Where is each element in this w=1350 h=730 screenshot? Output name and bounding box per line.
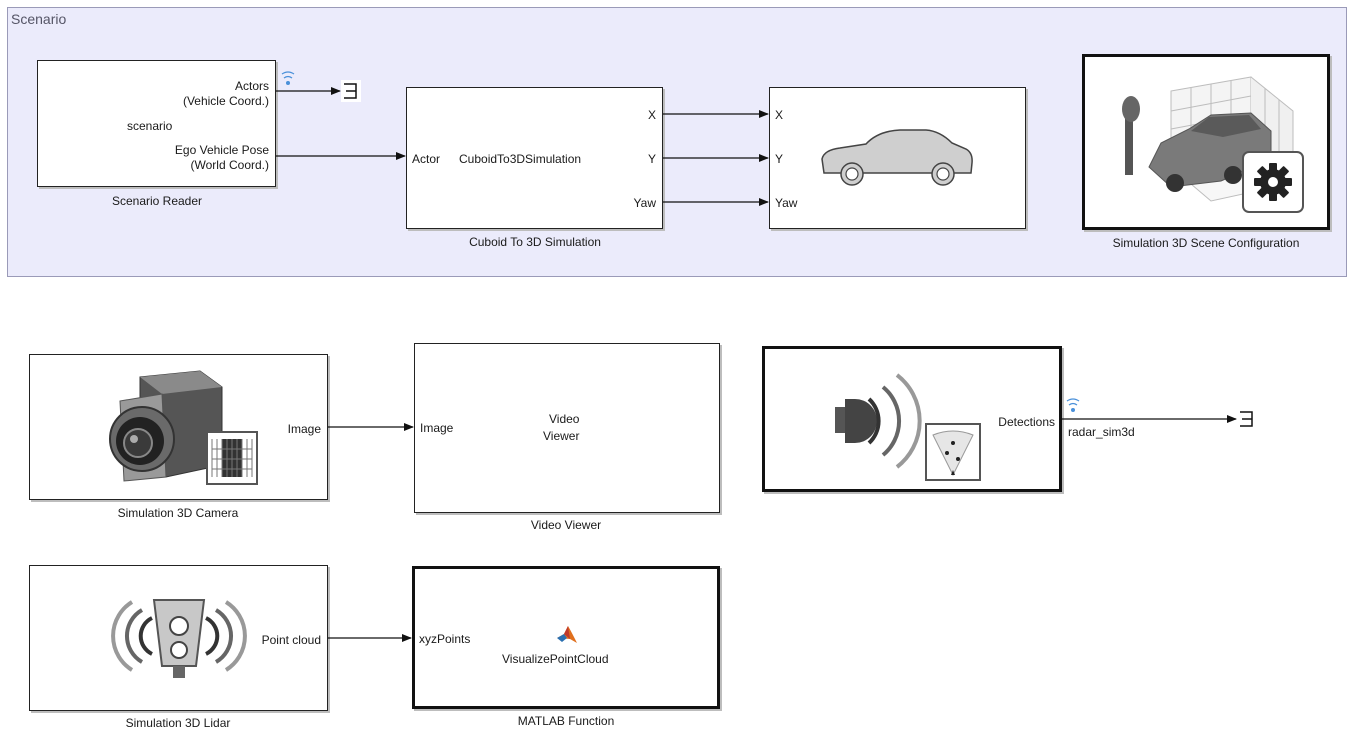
- block-center-text: scenario: [127, 119, 173, 133]
- matlab-function-block[interactable]: xyzPoints VisualizePointCloud: [412, 566, 720, 709]
- radar-block[interactable]: Detections: [762, 346, 1062, 492]
- block-center-text: VisualizePointCloud: [502, 652, 609, 666]
- scenario-reader-block[interactable]: Actors (Vehicle Coord.) scenario Ego Veh…: [37, 60, 276, 187]
- terminator-icon[interactable]: [1240, 411, 1253, 427]
- camera-block[interactable]: Image: [29, 354, 328, 500]
- block-center-text: CuboidTo3DSimulation: [459, 152, 582, 166]
- video-viewer-block[interactable]: Image Video Viewer: [414, 343, 720, 513]
- port-x-in: X: [775, 108, 784, 122]
- port-actors-sub: (Vehicle Coord.): [182, 94, 269, 108]
- port-y-out: Y: [647, 152, 656, 166]
- terminator-icon[interactable]: [341, 80, 361, 102]
- port-y-in: Y: [775, 152, 784, 166]
- lidar-icon: [111, 599, 247, 678]
- matlab-function-name: MATLAB Function: [517, 714, 615, 728]
- signal-logging-icon: [1066, 398, 1080, 412]
- port-ego-pose: Ego Vehicle Pose: [174, 143, 269, 157]
- matlab-logo-icon: [557, 626, 577, 643]
- gear-icon: [1242, 151, 1304, 213]
- lidar-block-name: Simulation 3D Lidar: [125, 716, 231, 730]
- car-icon: [821, 129, 973, 186]
- port-xyzpoints-in: xyzPoints: [419, 632, 471, 646]
- scenario-reader-name: Scenario Reader: [111, 194, 203, 208]
- scene-configuration-name: Simulation 3D Scene Configuration: [1112, 236, 1300, 250]
- area-title: Scenario: [11, 11, 67, 27]
- port-actor: Actor: [412, 152, 441, 166]
- cuboid-to-3d-block[interactable]: Actor CuboidTo3DSimulation X Y Yaw: [406, 87, 663, 229]
- cuboid-block-name: Cuboid To 3D Simulation: [469, 235, 601, 249]
- port-yaw-out: Yaw: [633, 196, 656, 210]
- vehicle-block[interactable]: X Y Yaw: [769, 87, 1026, 229]
- lidar-block[interactable]: Point cloud: [29, 565, 328, 711]
- signal-logging-icon: [281, 71, 295, 85]
- video-viewer-line1: Video: [549, 412, 580, 426]
- port-detections-out: Detections: [998, 415, 1055, 429]
- radar-icon: [835, 373, 922, 469]
- image-grid-icon: [206, 431, 258, 485]
- port-image-out: Image: [287, 422, 321, 436]
- camera-icon: [109, 370, 223, 482]
- port-image-in: Image: [420, 421, 454, 435]
- port-x-out: X: [647, 108, 656, 122]
- radar-detections-icon: [925, 423, 981, 481]
- video-viewer-name: Video Viewer: [530, 518, 602, 532]
- port-yaw-in: Yaw: [775, 196, 798, 210]
- port-point-cloud-out: Point cloud: [261, 633, 321, 647]
- scene-configuration-block[interactable]: [1082, 54, 1330, 230]
- port-actors: Actors: [234, 79, 269, 93]
- camera-block-name: Simulation 3D Camera: [117, 506, 239, 520]
- signal-radar-label: radar_sim3d: [1068, 425, 1135, 439]
- port-ego-pose-sub: (World Coord.): [190, 158, 269, 172]
- video-viewer-line2: Viewer: [543, 429, 580, 443]
